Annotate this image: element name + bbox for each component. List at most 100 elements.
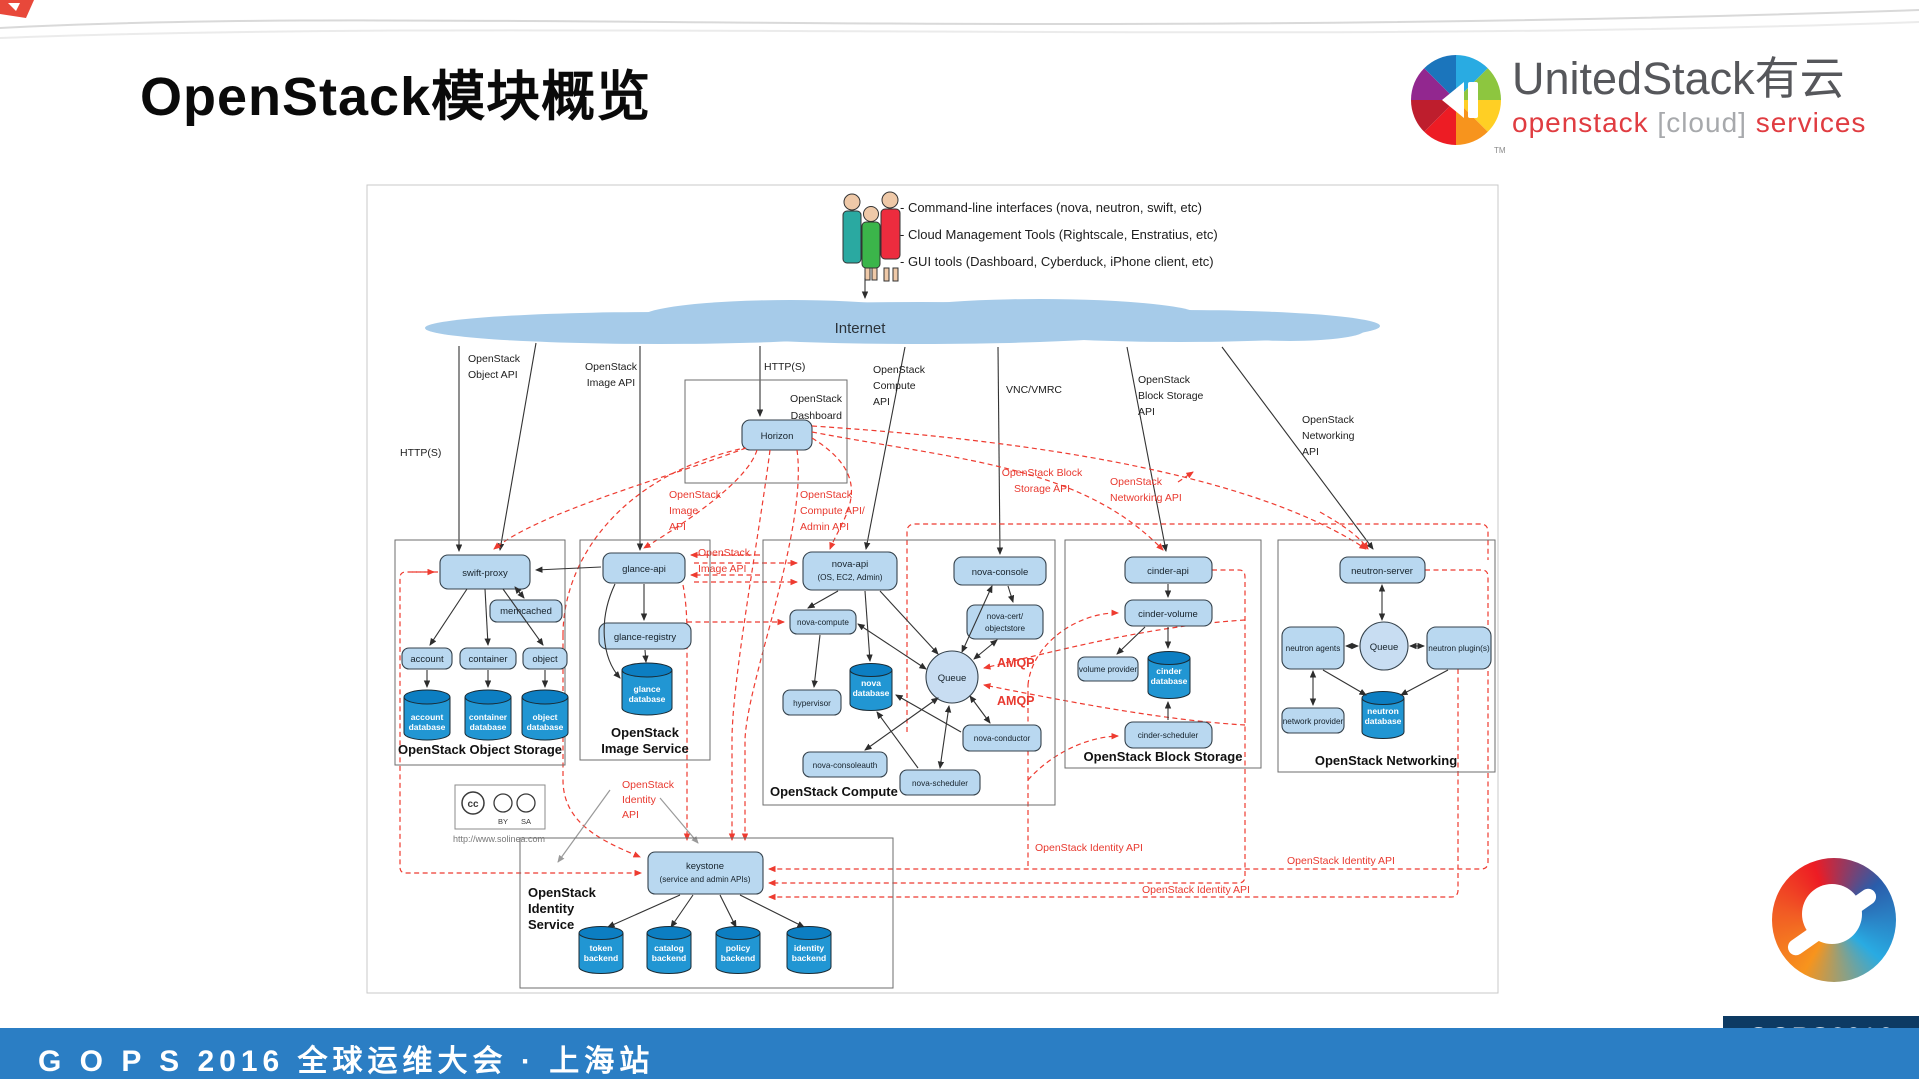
svg-text:API: API [1138, 406, 1155, 418]
svg-text:Queue: Queue [938, 673, 967, 684]
svg-text:database: database [470, 722, 507, 732]
svg-text:token: token [590, 943, 613, 953]
svg-text:object: object [532, 654, 558, 665]
network-provider-node [1281, 707, 1345, 734]
cc-license-badge: cc BY SA http://www.solinea.com [453, 784, 546, 844]
svg-text:Networking API: Networking API [1110, 492, 1182, 504]
svg-text:nova-api: nova-api [832, 559, 868, 570]
svg-text:neutron agents: neutron agents [1286, 644, 1341, 653]
cinder-volume-node [1124, 599, 1213, 627]
svg-text:BY: BY [498, 817, 508, 826]
svg-text:Image Service: Image Service [601, 741, 688, 756]
dashboard-label: OpenStack [790, 393, 843, 405]
svg-text:Block Storage: Block Storage [1138, 390, 1204, 402]
svg-text:container: container [468, 654, 507, 665]
svg-text:neutron-server: neutron-server [1351, 566, 1413, 577]
svg-text:database: database [1151, 676, 1188, 686]
architecture-diagram: - Command-line interfaces (nova, neutron… [366, 184, 1499, 994]
neutron-agents-node [1281, 626, 1345, 670]
http-left-label: HTTP(S) [400, 447, 441, 459]
svg-text:cc: cc [467, 799, 479, 810]
image-service-frame: glance-api glance-registry glance databa… [535, 539, 711, 761]
gops-logo-swirl [1772, 858, 1896, 982]
client-note-1: - Command-line interfaces (nova, neutron… [900, 200, 1202, 215]
red-api-labels: OpenStack Image API OpenStack Image API … [622, 467, 1395, 896]
unitedstack-logo: TM UnitedStack有云 openstack [cloud] servi… [1406, 48, 1919, 158]
neutron-plugins-node [1426, 626, 1492, 670]
nova-scheduler-node [899, 769, 981, 796]
svg-text:Image API: Image API [587, 377, 635, 389]
catalog-backend-cylinder: catalog backend [646, 926, 692, 974]
svg-text:(service and admin APIs): (service and admin APIs) [659, 875, 750, 884]
identity-backend-cylinder: identity backend [786, 926, 832, 974]
trademark: TM [1494, 146, 1506, 155]
svg-text:(OS, EC2, Admin): (OS, EC2, Admin) [817, 573, 882, 582]
amqp-label-1: AMQP [997, 656, 1035, 670]
networking-frame: neutron-server neutron agents Queue neut… [1277, 539, 1496, 773]
svg-text:nova: nova [861, 678, 881, 688]
internet-label: Internet [835, 320, 887, 337]
nova-consoleauth-node [802, 751, 888, 778]
api-connectors [455, 342, 1374, 555]
nova-conductor-node [962, 724, 1042, 752]
svg-text:backend: backend [721, 953, 756, 963]
cinder-database-cylinder: cinder database [1147, 651, 1191, 699]
block-storage-title: OpenStack Block Storage [1084, 749, 1243, 764]
networking-title: OpenStack Networking [1315, 753, 1457, 768]
red-identity-api-label-3: OpenStack Identity API [1142, 884, 1250, 896]
svg-text:hypervisor: hypervisor [793, 699, 831, 708]
brand-openstack: openstack [1512, 107, 1649, 138]
object-node [522, 647, 568, 670]
red-identity-api-label-left: OpenStack [622, 779, 675, 791]
horizon-node [741, 419, 813, 451]
gray-arrows [557, 789, 699, 863]
nova-console-node [953, 556, 1047, 586]
svg-text:swift-proxy: swift-proxy [462, 568, 508, 579]
svg-text:Compute: Compute [873, 380, 916, 392]
footer-bar [0, 1028, 1919, 1079]
glance-registry-node [598, 622, 692, 650]
svg-text:cinder: cinder [1156, 666, 1182, 676]
compute-title: OpenStack Compute [770, 784, 898, 799]
red-compute-api-label: OpenStack [800, 489, 853, 501]
svg-text:nova-cert/: nova-cert/ [987, 612, 1024, 621]
amqp-label-2: AMQP [997, 694, 1035, 708]
client-note-2: - Cloud Management Tools (Rightscale, En… [900, 227, 1218, 242]
object-storage-title: OpenStack Object Storage [398, 742, 562, 757]
keystone-node [647, 851, 764, 895]
cinder-scheduler-node [1124, 721, 1213, 749]
svg-text:network provider: network provider [1283, 717, 1344, 726]
svg-text:Queue: Queue [1370, 642, 1399, 653]
nova-compute-node [789, 609, 857, 635]
container-database-cylinder: container database [464, 689, 512, 741]
red-identity-api-label-2: OpenStack Identity API [1287, 855, 1395, 867]
glance-api-node [602, 552, 686, 584]
vnc-label: VNC/VMRC [1006, 384, 1062, 396]
svg-text:glance-registry: glance-registry [614, 632, 677, 643]
brand-cloud: [cloud] [1657, 107, 1747, 138]
svg-text:Horizon: Horizon [761, 431, 794, 442]
identity-internal-links [607, 894, 805, 928]
header-swoosh-decoration [0, 0, 1919, 39]
object-api-label: OpenStack [468, 353, 521, 365]
account-database-cylinder: account database [403, 689, 451, 741]
compute-internal-links [807, 585, 1015, 769]
svg-text:database: database [409, 722, 446, 732]
solinea-url: http://www.solinea.com [453, 834, 545, 844]
svg-text:Image: Image [669, 505, 698, 517]
corner-logo [0, 0, 34, 18]
red-block-api-label: OpenStack Block [1002, 467, 1083, 479]
http-center-label: HTTP(S) [764, 361, 805, 373]
networking-internal-links [1309, 584, 1449, 706]
neutron-server-node [1339, 556, 1426, 584]
svg-text:cinder-volume: cinder-volume [1138, 609, 1198, 620]
glance-database-cylinder: glance database [621, 662, 673, 716]
svg-text:account: account [410, 654, 444, 665]
image-service-title: OpenStack [611, 725, 680, 740]
identity-frame: OpenStack Identity Service keystone (ser… [519, 837, 894, 989]
svg-text:object: object [532, 712, 557, 722]
object-database-cylinder: object database [521, 689, 569, 741]
client-note-3: - GUI tools (Dashboard, Cyberduck, iPhon… [900, 254, 1214, 269]
dashboard-frame: OpenStack Dashboard Horizon [684, 379, 848, 484]
